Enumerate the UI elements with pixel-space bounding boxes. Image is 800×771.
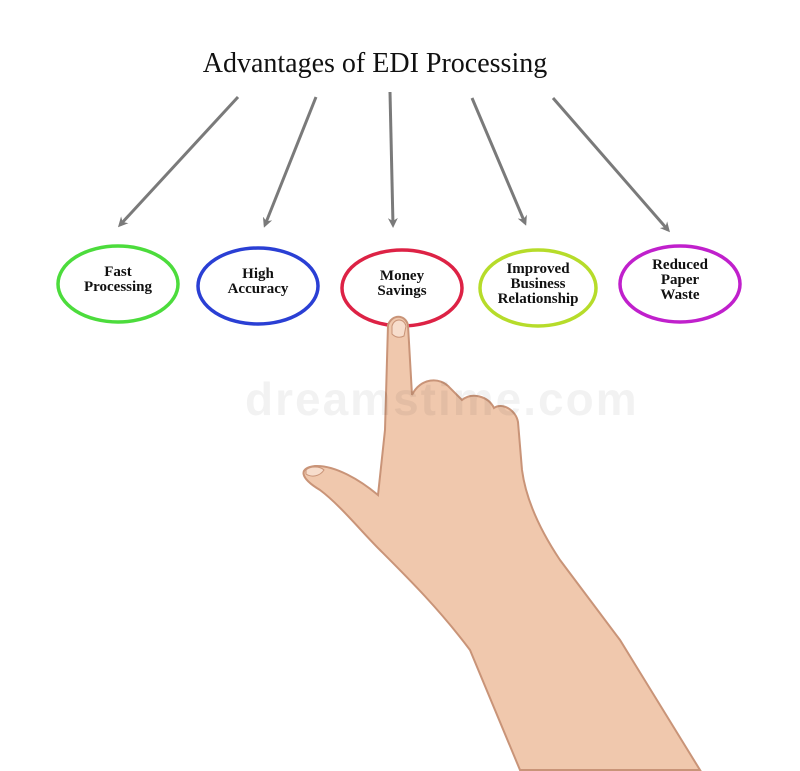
node-label-line: Waste (660, 286, 700, 303)
node-ellipse-4 (478, 248, 598, 328)
node-label-line: Money (379, 268, 425, 284)
node-label-line: High (242, 266, 274, 282)
node-label-line: Relationship (497, 290, 579, 307)
arrow-3 (387, 91, 398, 228)
node-ellipse-2 (196, 246, 320, 326)
node-ellipse-1 (56, 244, 180, 324)
node-ellipse-5 (618, 244, 742, 324)
node-label-line: Savings (377, 283, 427, 299)
arrow-2 (262, 96, 318, 228)
thumbnail-shape (305, 466, 325, 477)
node-label-line: Accuracy (227, 281, 289, 297)
node-label-line: Improved (506, 260, 570, 277)
node-label-line: Paper (660, 271, 700, 288)
node-label-line: Reduced (652, 256, 708, 273)
arrows-group (117, 91, 670, 233)
arrow-1 (117, 95, 240, 228)
arrow-4 (470, 97, 527, 226)
fingernail-shape (391, 319, 407, 338)
arrow-5 (551, 97, 670, 233)
pointing-hand-image (302, 315, 702, 771)
node-label-line: Business (510, 275, 566, 292)
node-label-line: Processing (83, 279, 153, 295)
diagram-title: Advantages of EDI Processing (202, 48, 548, 79)
hand-shape (302, 315, 702, 771)
node-label-line: Fast (104, 264, 132, 280)
watermark-text: dreamstime.com (245, 373, 639, 425)
